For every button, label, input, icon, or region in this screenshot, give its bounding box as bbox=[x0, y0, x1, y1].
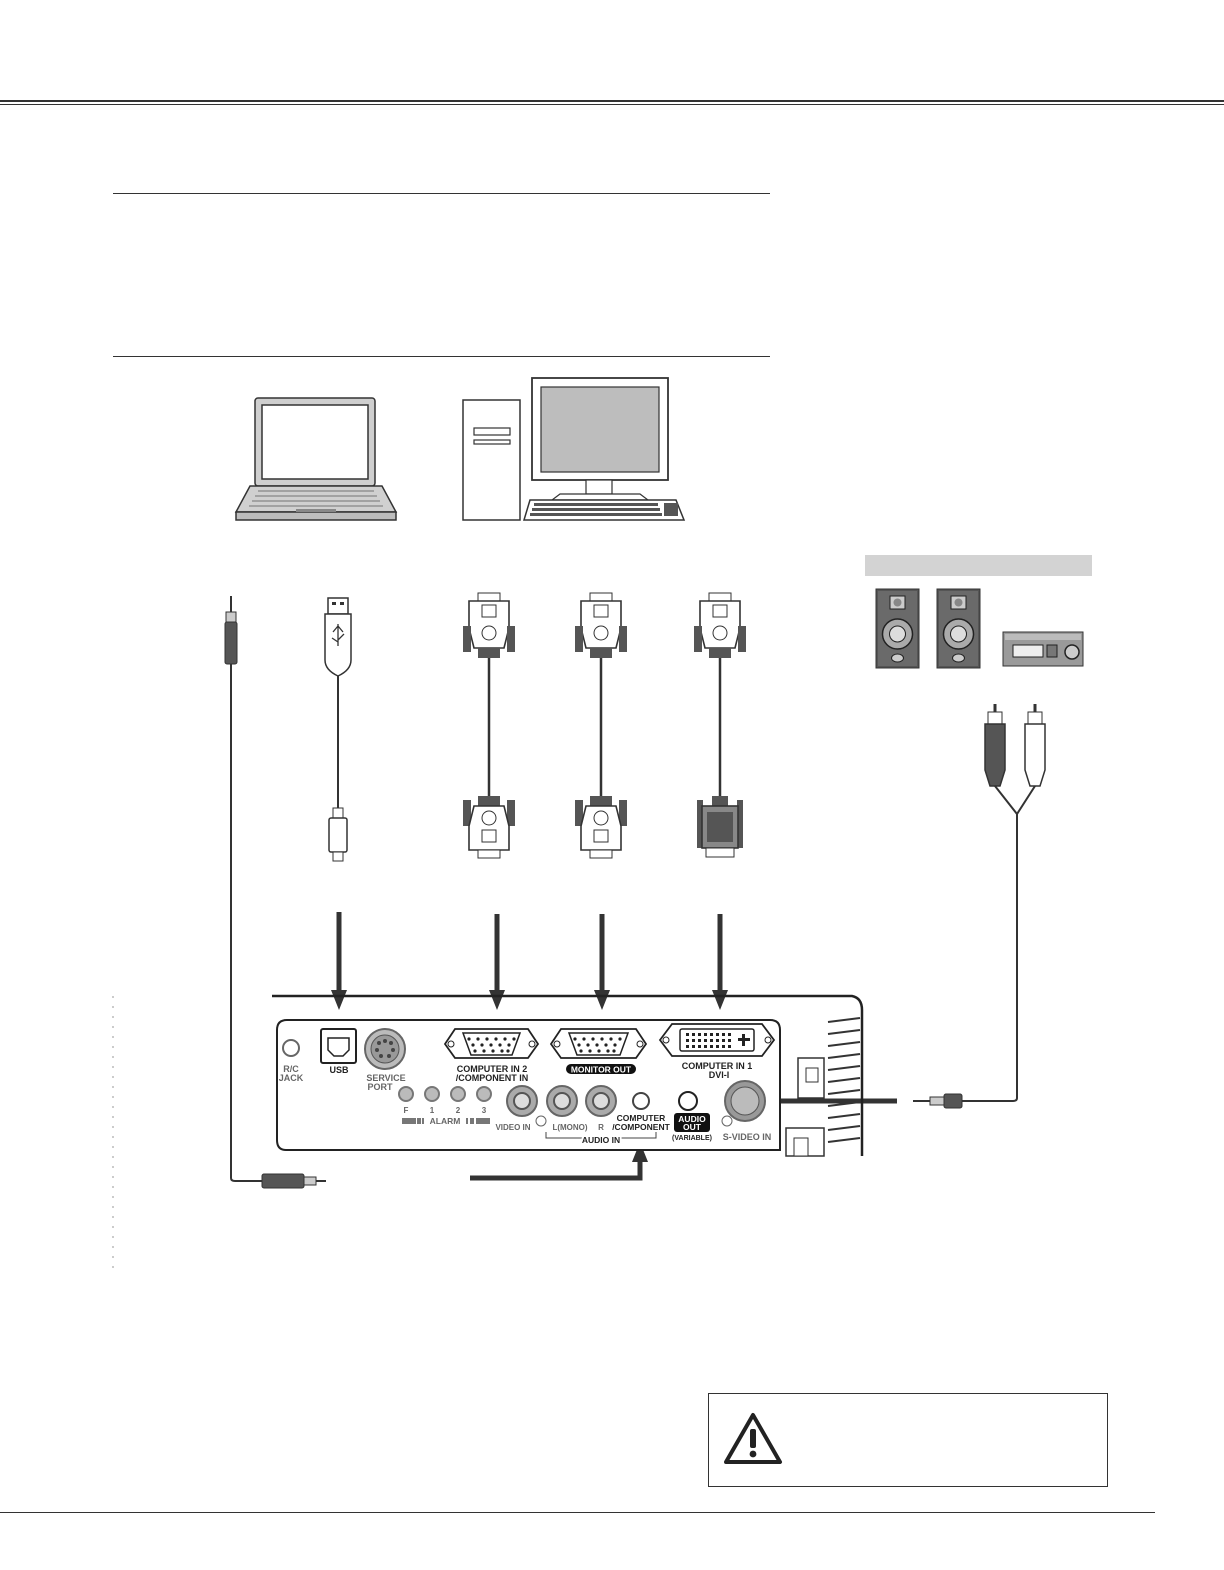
connection-arrows bbox=[331, 912, 897, 1181]
speaker-icon bbox=[875, 588, 920, 669]
top-rule-1 bbox=[0, 100, 1224, 102]
projector-rear-panel bbox=[112, 994, 864, 1270]
rc-cable bbox=[224, 596, 326, 1189]
alarm-led-1: 1 bbox=[430, 1106, 435, 1115]
alarm-led-2: 2 bbox=[456, 1106, 461, 1115]
audio-out-label-2: OUT bbox=[683, 1122, 702, 1132]
section-rule-upper bbox=[113, 193, 770, 194]
computer-in1-label: COMPUTER IN 1 bbox=[682, 1061, 753, 1071]
s-video-in-label: S-VIDEO IN bbox=[723, 1132, 772, 1142]
computer-in2-label: COMPUTER IN 2 bbox=[457, 1064, 528, 1074]
l-mono-label: L(MONO) bbox=[552, 1123, 587, 1132]
computer-in1-label-2: DVI-I bbox=[709, 1070, 730, 1080]
variable-label: (VARIABLE) bbox=[672, 1135, 712, 1142]
usb-cable bbox=[324, 597, 352, 862]
alarm-led-f: F bbox=[404, 1106, 409, 1115]
bottom-rule bbox=[0, 1512, 1155, 1513]
caution-box bbox=[708, 1393, 1108, 1487]
amplifier-icon bbox=[1002, 631, 1084, 667]
rc-jack-label: R/C bbox=[283, 1064, 299, 1074]
top-rule-2 bbox=[0, 104, 1224, 105]
vga-cable bbox=[463, 592, 515, 859]
section-rule-lower bbox=[113, 356, 770, 357]
monitor-out-label: MONITOR OUT bbox=[571, 1065, 632, 1075]
alarm-led-3: 3 bbox=[482, 1106, 487, 1115]
audio-equipment-header bbox=[865, 555, 1092, 576]
audio-in-label: AUDIO IN bbox=[582, 1135, 620, 1145]
vga-dvi-cable bbox=[694, 592, 746, 858]
computer-component-label: COMPUTER bbox=[617, 1113, 666, 1123]
r-label: R bbox=[598, 1123, 604, 1132]
laptop-icon bbox=[234, 397, 398, 521]
rca-audio-cable bbox=[913, 704, 1046, 1109]
usb-label: USB bbox=[329, 1065, 349, 1075]
computer-component-label-2: /COMPONENT bbox=[612, 1122, 670, 1132]
audio-out-label: AUDIO bbox=[678, 1114, 706, 1124]
warning-icon bbox=[724, 1413, 782, 1464]
vga-cable bbox=[575, 592, 627, 859]
speaker-icon bbox=[936, 588, 981, 669]
rc-jack-label-2: JACK bbox=[279, 1073, 304, 1083]
alarm-label: ALARM bbox=[430, 1116, 461, 1126]
computer-in2-label-2: /COMPONENT IN bbox=[456, 1073, 529, 1083]
video-in-label: VIDEO IN bbox=[495, 1123, 530, 1132]
service-port-label-2: PORT bbox=[367, 1082, 393, 1092]
desktop-computer-icon bbox=[462, 377, 686, 521]
service-port-label: SERVICE bbox=[366, 1073, 405, 1083]
